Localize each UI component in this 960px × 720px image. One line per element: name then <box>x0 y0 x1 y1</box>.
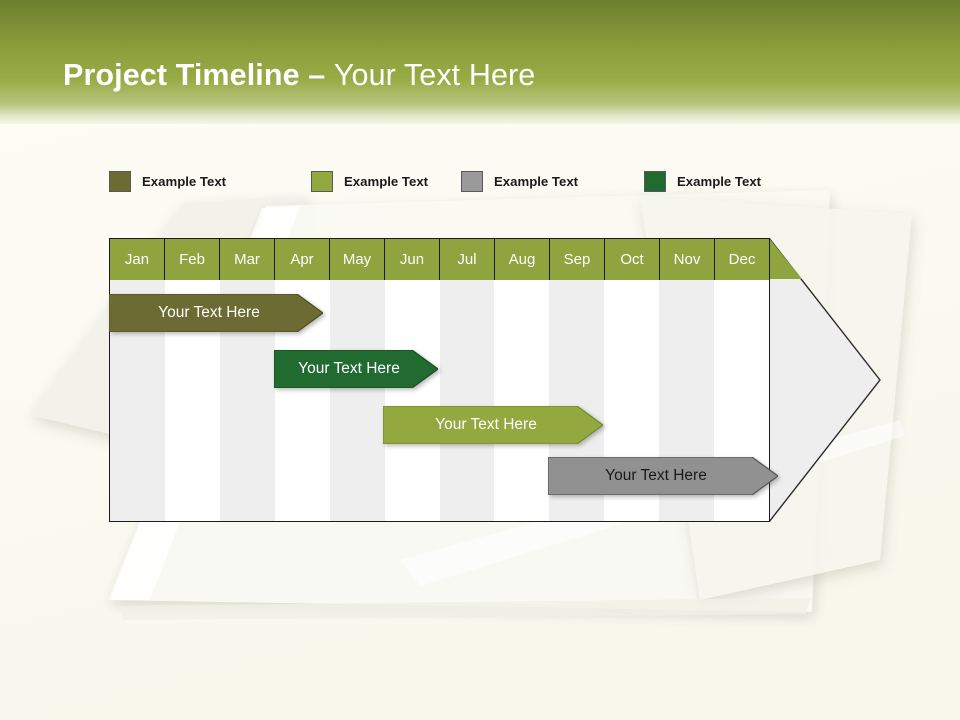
task-bar-label: Your Text Here <box>298 360 400 377</box>
task-bar[interactable]: Your Text Here <box>274 350 438 388</box>
legend: Example Text Example Text Example Text E… <box>109 165 809 197</box>
month-cell-sep[interactable]: Sep <box>550 239 605 280</box>
legend-swatch-icon <box>311 170 333 192</box>
timeline-column-may <box>329 280 385 521</box>
legend-label: Example Text <box>344 173 429 189</box>
month-cell-oct[interactable]: Oct <box>605 239 660 280</box>
legend-label: Example Text <box>677 173 762 189</box>
page-title-strong: Project Timeline <box>63 58 300 92</box>
month-header-row: Jan Feb Mar Apr May Jun Jul Aug Sep Oct … <box>110 239 769 280</box>
page-title-rest: Your Text Here <box>333 58 536 92</box>
month-cell-aug[interactable]: Aug <box>495 239 550 280</box>
month-cell-dec[interactable]: Dec <box>715 239 769 280</box>
timeline-column-jul <box>439 280 495 521</box>
timeline-column-jun <box>384 280 440 521</box>
legend-item[interactable]: Example Text <box>311 165 428 197</box>
task-bar[interactable]: Your Text Here <box>109 294 323 332</box>
task-bar-label: Your Text Here <box>605 467 707 484</box>
legend-label: Example Text <box>494 173 579 189</box>
month-cell-apr[interactable]: Apr <box>275 239 330 280</box>
legend-item[interactable]: Example Text <box>644 165 761 197</box>
legend-swatch-icon <box>644 170 666 192</box>
legend-swatch-icon <box>461 170 483 192</box>
legend-label: Example Text <box>142 173 227 189</box>
page-title-separator: – <box>299 58 334 92</box>
month-cell-mar[interactable]: Mar <box>220 239 275 280</box>
timeline-arrow-head <box>769 238 881 522</box>
task-bar-label: Your Text Here <box>435 416 537 433</box>
title-band: Project Timeline – Your Text Here <box>0 0 960 124</box>
legend-item[interactable]: Example Text <box>461 165 578 197</box>
month-cell-jan[interactable]: Jan <box>110 239 165 280</box>
timeline-column-aug <box>494 280 550 521</box>
legend-swatch-icon <box>109 170 131 192</box>
page-title: Project Timeline – Your Text Here <box>63 58 535 93</box>
month-cell-may[interactable]: May <box>330 239 385 280</box>
legend-item[interactable]: Example Text <box>109 165 226 197</box>
month-cell-jun[interactable]: Jun <box>385 239 440 280</box>
task-bar-label: Your Text Here <box>158 304 260 321</box>
month-cell-nov[interactable]: Nov <box>660 239 715 280</box>
month-cell-jul[interactable]: Jul <box>440 239 495 280</box>
month-cell-feb[interactable]: Feb <box>165 239 220 280</box>
task-bar[interactable]: Your Text Here <box>383 406 603 444</box>
task-bar[interactable]: Your Text Here <box>548 457 778 495</box>
